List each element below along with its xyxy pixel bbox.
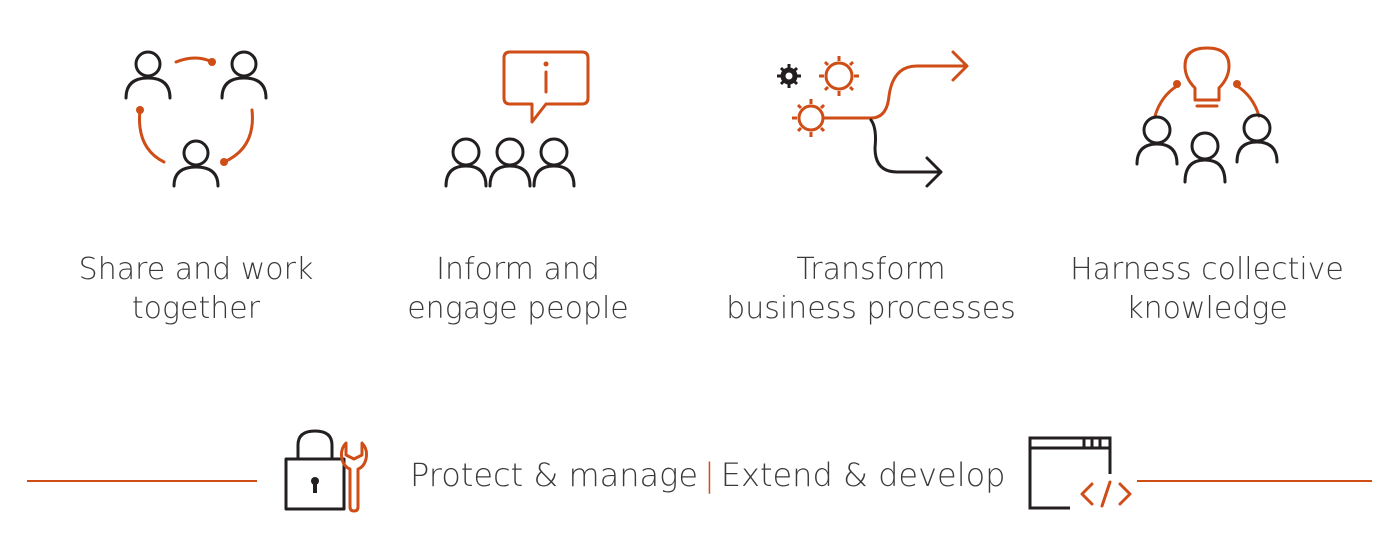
caption-line-1: Harness collective (1070, 252, 1344, 287)
feature-caption: Share and work together (46, 250, 346, 328)
bottom-tagline: Protect & manage|Extend & develop (410, 456, 1005, 494)
caption-line-1: Inform and (436, 252, 600, 287)
right-divider-line (1137, 480, 1372, 482)
extend-develop-label: Extend & develop (720, 456, 1006, 494)
caption-line-2: knowledge (1126, 291, 1288, 326)
feature-share: Share and work together (46, 40, 346, 326)
caption-line-1: Share and work (78, 252, 314, 287)
lock-wrench-icon (284, 429, 368, 513)
feature-inform: Inform and engage people (368, 40, 668, 326)
caption-line-2: business processes (726, 291, 1016, 326)
people-network-icon (124, 50, 268, 188)
left-divider-line (27, 480, 257, 482)
separator-bar: | (704, 456, 715, 494)
code-window-icon (1028, 436, 1132, 510)
feature-harness: Harness collective knowledge (1057, 40, 1357, 326)
feature-transform: Transform business processes (721, 40, 1021, 326)
people-info-bubble-icon (444, 50, 590, 188)
caption-line-1: Transform (796, 252, 946, 287)
gears-arrows-icon (777, 50, 969, 188)
caption-line-2: together (131, 291, 261, 326)
people-lightbulb-icon (1135, 46, 1279, 184)
caption-line-2: engage people (407, 291, 629, 326)
feature-caption: Harness collective knowledge (1057, 250, 1357, 328)
protect-manage-label: Protect & manage (410, 456, 698, 494)
feature-caption: Inform and engage people (368, 250, 668, 328)
feature-caption: Transform business processes (721, 250, 1021, 328)
